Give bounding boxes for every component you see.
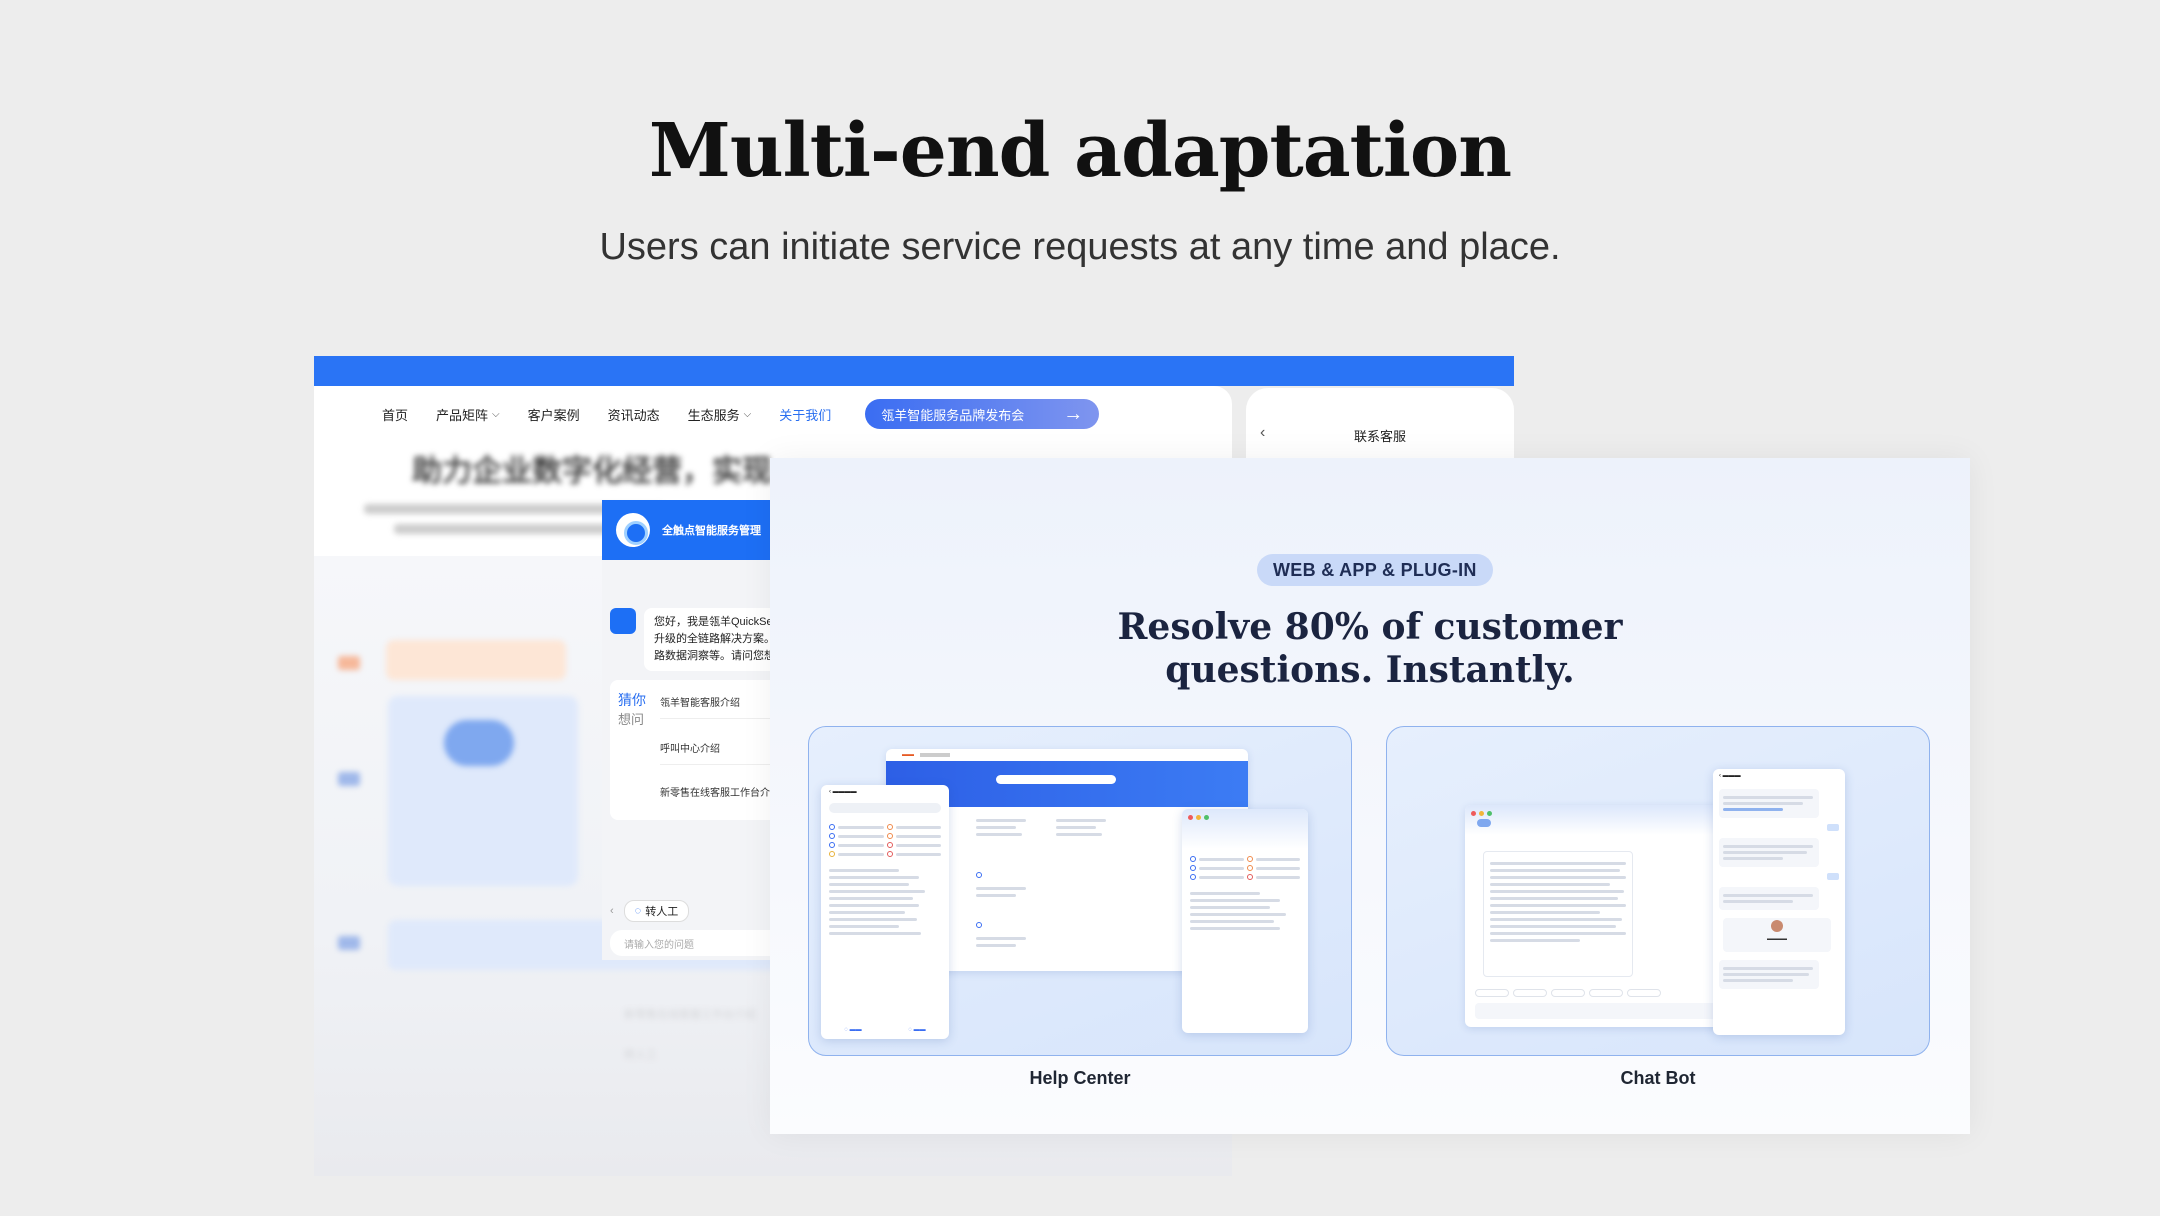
chat-bot-mobile: ‹ ▬▬▬ ▬▬▬▬ xyxy=(1713,769,1845,1035)
cloud-icon xyxy=(444,720,514,766)
help-center-label: Help Center xyxy=(1029,1068,1131,1088)
side-marker xyxy=(338,656,360,670)
bot-avatar-icon xyxy=(610,608,636,634)
bot-answer-box xyxy=(1483,851,1633,977)
launch-event-button[interactable]: 瓴羊智能服务品牌发布会 → xyxy=(865,399,1100,429)
mobile-list xyxy=(821,817,949,943)
nav-label: 关于我们 xyxy=(779,407,832,423)
search-input xyxy=(829,803,941,813)
chat-widget-title: 全触点智能服务管理 xyxy=(662,525,761,537)
suggestion-item[interactable]: 呼叫中心介绍 xyxy=(660,744,720,755)
greeting-line: 升级的全链路解决方案。 xyxy=(654,633,775,645)
mobile-header: ‹ ▬▬▬▬ xyxy=(829,789,857,795)
side-marker xyxy=(338,936,360,950)
agent-card: ▬▬▬▬ xyxy=(1723,918,1831,952)
ai-tag xyxy=(1827,873,1839,880)
quick-replies xyxy=(1475,989,1661,997)
phone-title: 联系客服 xyxy=(1353,429,1406,444)
help-center-panel[interactable]: ▬▬ ‹ ▬▬▬▬ xyxy=(808,726,1352,1056)
transfer-human-button[interactable]: ◌ 转人工 xyxy=(623,900,690,922)
brand-logo: ▬▬ xyxy=(902,752,914,758)
plugin-list xyxy=(1182,849,1308,938)
chevron-down-icon: ⌵ xyxy=(492,408,500,420)
site-tag xyxy=(386,640,566,680)
mobile-footer: ◌ ▬▬◌ ▬▬ xyxy=(844,1027,926,1033)
cta-label: 瓴羊智能服务品牌发布会 xyxy=(881,407,1025,423)
nav-item-home[interactable]: 首页 xyxy=(382,405,408,424)
site-description-placeholder xyxy=(364,504,684,548)
guess-tag: 猜你 想问 xyxy=(618,690,646,730)
mobile-header: ‹ ▬▬▬ xyxy=(1719,773,1741,779)
ai-tag xyxy=(1827,824,1839,831)
platform-badge: WEB & APP & PLUG-IN xyxy=(1257,554,1493,586)
nav-item-ecosystem[interactable]: 生态服务⌵ xyxy=(688,405,752,424)
chat-bot-panel[interactable]: ‹ ▬▬▬ ▬▬▬▬ xyxy=(1386,726,1930,1056)
chevron-left-icon[interactable]: ‹ xyxy=(1260,424,1266,441)
search-input xyxy=(996,775,1116,784)
suggestion-item[interactable]: 新零售在线客服工作台介绍 xyxy=(660,788,780,799)
plugin-header xyxy=(1182,809,1308,849)
guess-tag-main: 猜你 xyxy=(618,692,646,708)
help-center-topbar: ▬▬ xyxy=(886,749,1248,761)
site-nav: 首页 产品矩阵⌵ 客户案例 资讯动态 生态服务⌵ 关于我们 瓴羊智能服务品牌发布… xyxy=(314,386,1232,442)
chat-input xyxy=(1475,1003,1761,1019)
avatar xyxy=(1771,920,1783,932)
card-title-line: questions. Instantly. xyxy=(1165,649,1575,691)
card-title-line: Resolve 80% of customer xyxy=(1117,606,1623,648)
transfer-label: 转人工 xyxy=(645,906,679,918)
arrow-right-icon: → xyxy=(1063,402,1084,425)
reflection: 新零售在线客服工作台介绍 转人工 xyxy=(314,956,1514,1176)
greeting-line: 您好，我是瓴羊QuickSe xyxy=(654,616,773,628)
hero-subtitle: Users can initiate service requests at a… xyxy=(599,226,1561,268)
nav-label: 客户案例 xyxy=(527,407,580,423)
greeting-line: 路数据洞察等。请问您想 xyxy=(654,650,775,662)
cloud-icon xyxy=(1477,819,1491,827)
feature-card: WEB & APP & PLUG-IN Resolve 80% of custo… xyxy=(770,458,1970,1134)
site-top-bar xyxy=(314,356,1514,386)
nav-label: 生态服务 xyxy=(687,407,740,423)
nav-label: 产品矩阵 xyxy=(436,407,489,423)
nav-label: 首页 xyxy=(382,407,409,423)
help-center-mobile: ‹ ▬▬▬▬ ◌ ▬▬◌ ▬▬ xyxy=(821,785,949,1039)
nav-label: 资讯动态 xyxy=(607,407,660,423)
chevron-left-icon[interactable]: ‹ xyxy=(610,905,614,917)
chevron-down-icon: ⌵ xyxy=(743,408,752,420)
bot-message xyxy=(1719,838,1819,867)
bot-message xyxy=(1719,789,1819,818)
nav-item-products[interactable]: 产品矩阵⌵ xyxy=(436,405,500,424)
window-controls xyxy=(1471,811,1492,816)
card-title: Resolve 80% of customer questions. Insta… xyxy=(770,606,1970,692)
suggestion-item[interactable]: 瓴羊智能客服介绍 xyxy=(660,698,740,709)
agent-name-placeholder: ▬▬▬▬ xyxy=(1767,936,1787,942)
nav-item-about[interactable]: 关于我们 xyxy=(779,405,831,424)
bot-logo-icon xyxy=(616,513,650,547)
guess-tag-sub: 想问 xyxy=(618,712,645,727)
side-marker xyxy=(338,772,360,786)
reflection-text: 转人工 xyxy=(624,1049,657,1061)
site-heading: 助力企业数字化经营，实现 xyxy=(412,455,772,488)
window-controls xyxy=(1188,815,1209,820)
transfer-row: ‹ ◌ 转人工 xyxy=(610,900,690,922)
nav-item-cases[interactable]: 客户案例 xyxy=(528,405,580,424)
reflection-text: 新零售在线客服工作台介绍 xyxy=(624,1009,756,1021)
bot-message xyxy=(1719,887,1819,910)
hero-title: Multi-end adaptation xyxy=(648,108,1512,194)
help-center-plugin xyxy=(1182,809,1308,1033)
chat-bot-label: Chat Bot xyxy=(1620,1068,1696,1088)
nav-item-news[interactable]: 资讯动态 xyxy=(608,405,660,424)
headset-icon: ◌ xyxy=(634,905,642,917)
bot-message xyxy=(1719,960,1819,989)
